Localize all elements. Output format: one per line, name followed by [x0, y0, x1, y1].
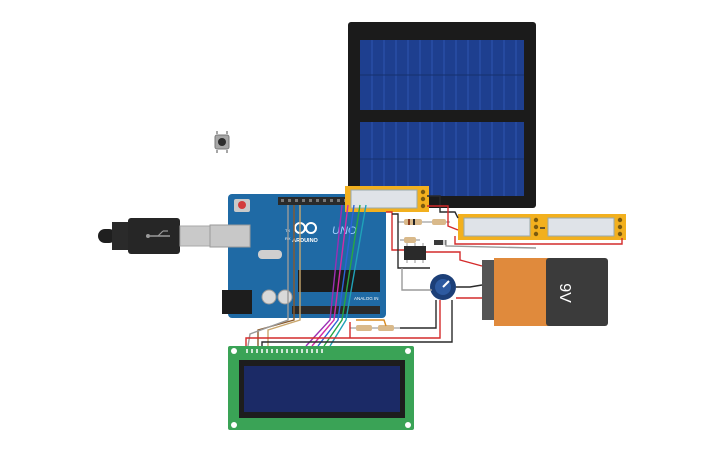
- battery-label: 9V: [556, 283, 573, 303]
- wire-black[interactable]: [427, 195, 459, 219]
- arduino-uno[interactable]: ARDUINO UNO TX RX ANALOG IN: [209, 194, 386, 318]
- power-jack: [222, 290, 252, 314]
- resistor[interactable]: [428, 219, 450, 225]
- wires: [245, 195, 623, 347]
- solar-panel[interactable]: [348, 22, 536, 208]
- pushbutton-icon: [218, 138, 226, 146]
- relay-3[interactable]: [542, 214, 626, 240]
- battery-9v[interactable]: 9V: [482, 258, 608, 326]
- ic-chip-icon: [404, 246, 426, 260]
- transistor-ic[interactable]: [404, 243, 426, 263]
- wire-black[interactable]: [456, 284, 483, 288]
- resistor[interactable]: [400, 237, 420, 243]
- wire-red[interactable]: [454, 236, 623, 245]
- diode[interactable]: [434, 240, 446, 245]
- lcd-screen: [244, 366, 400, 412]
- reset-button-icon: [238, 201, 246, 209]
- relay-2[interactable]: [458, 214, 542, 240]
- resistor[interactable]: [398, 219, 430, 225]
- wire-red[interactable]: [427, 205, 459, 231]
- wire-gray[interactable]: [247, 205, 289, 347]
- wire-gray[interactable]: [445, 240, 537, 249]
- wire-red[interactable]: [245, 300, 441, 346]
- wire-black[interactable]: [261, 300, 453, 346]
- wire-red[interactable]: [426, 251, 483, 267]
- wire-gray[interactable]: [401, 268, 432, 291]
- relay-1[interactable]: [345, 186, 429, 212]
- usb-cable[interactable]: [98, 218, 211, 254]
- wire-red[interactable]: [386, 211, 404, 251]
- arduino-brand-label: ARDUINO: [292, 238, 318, 244]
- wire-black[interactable]: [400, 300, 437, 329]
- potentiometer[interactable]: [430, 274, 456, 300]
- resistor[interactable]: [350, 325, 400, 331]
- wire-black[interactable]: [392, 213, 430, 269]
- pushbutton[interactable]: [214, 131, 230, 153]
- analog-in-label: ANALOG IN: [354, 296, 379, 301]
- lcd-16x2[interactable]: [228, 346, 414, 430]
- usb-plug-icon: [146, 230, 170, 238]
- usb-port: [209, 224, 251, 248]
- wire-orange[interactable]: [356, 319, 387, 327]
